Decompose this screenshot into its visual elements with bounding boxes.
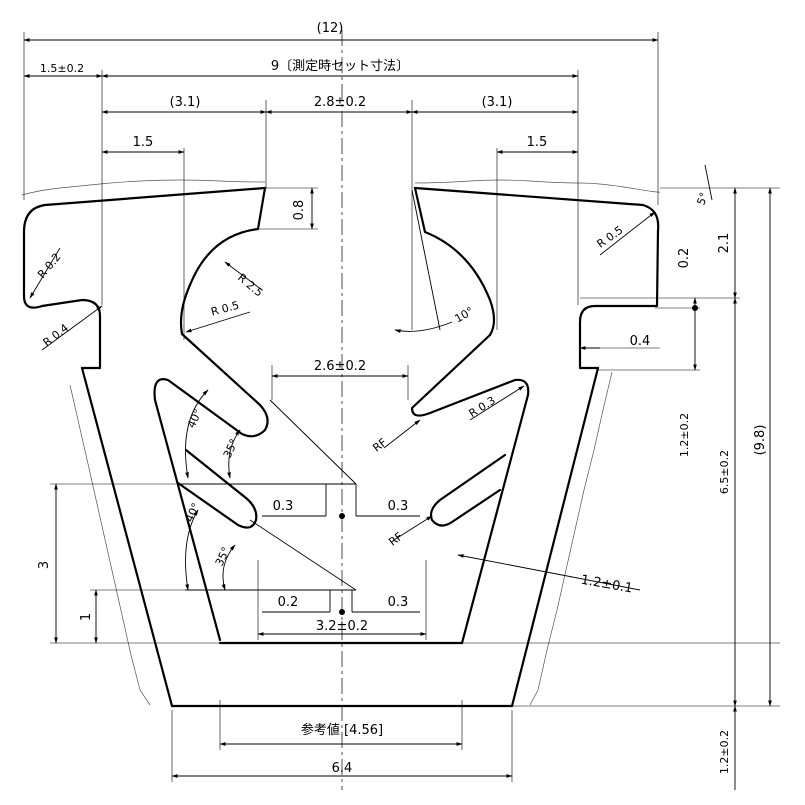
dim-right-6-5: 6.5±0.2: [718, 450, 731, 494]
dim-right-1-2: 1.2±0.2: [678, 413, 691, 457]
dim-right-0-2: 0.2: [677, 248, 692, 269]
profile-right-lip: [413, 186, 660, 370]
profile-left-finger: [176, 448, 258, 529]
profile-left-wall: [80, 366, 174, 708]
angle-35-bottom: 35°: [213, 545, 233, 568]
ref-point-right: [692, 305, 698, 311]
dim-off-02: 0.2: [278, 595, 299, 610]
profile-left-lip: [22, 186, 267, 370]
dim-base-width: 6.4: [332, 761, 353, 776]
profile-right-finger: [429, 453, 507, 527]
break-line-right-side: [529, 371, 613, 706]
profile-base-right-web: [410, 333, 530, 645]
break-line-top-left: [21, 179, 266, 196]
angle-10: 10°: [453, 304, 476, 325]
dim-off-03-a: 0.3: [273, 499, 294, 514]
dim-right-1-5: 1.5: [527, 135, 548, 150]
dim-gap-mid: 2.6±0.2: [314, 359, 366, 374]
dim-thickness: 1.2±0.1: [580, 573, 634, 597]
dim-ref-value: 参考値 [4.56]: [301, 722, 383, 738]
dim-off-03-b: 0.3: [388, 499, 409, 514]
dim-bottom-1-2: 1.2±0.2: [718, 730, 731, 774]
dim-overall-width: (12): [317, 21, 344, 36]
angle-35-top: 35°: [221, 437, 241, 460]
dim-left-span: (3.1): [170, 95, 201, 110]
dim-set-width: 9〔測定時セット寸法〕: [271, 59, 409, 74]
profile-left-inner-lip: [153, 186, 269, 642]
dim-gap-top: 2.8±0.2: [314, 95, 366, 110]
break-line-top-right: [414, 179, 661, 193]
dim-right-0-4: 0.4: [630, 334, 651, 349]
extension-lines: [23, 32, 780, 782]
angle-40-top: 40°: [185, 407, 205, 430]
angle-5: 5°: [694, 191, 710, 207]
radius-r05-left: R 0.5: [210, 299, 241, 319]
break-line-left-side: [69, 384, 151, 706]
radius-r05-right: R 0.5: [595, 224, 626, 251]
dim-left-lip: 1.5±0.2: [40, 62, 84, 75]
dim-lip-0-8: 0.8: [292, 200, 307, 221]
ref-point-lower: [339, 609, 345, 615]
dimension-lines: [23, 38, 772, 790]
angle-40-bottom: 40°: [183, 501, 203, 524]
dim-right-2-1: 2.1: [717, 233, 732, 254]
dim-right-span: (3.1): [482, 95, 513, 110]
profile-base: [170, 641, 514, 708]
radius-r25: R 2.5: [235, 271, 265, 299]
dim-height-3: 3: [37, 561, 52, 569]
radius-rf-2: RF: [386, 530, 405, 549]
profile-right-wall: [510, 366, 600, 708]
profile-right-inner-lip: [413, 186, 496, 337]
dim-right-9-8: (9.8): [753, 425, 768, 456]
ref-point-upper: [339, 513, 345, 519]
radius-r02: R 0.2: [35, 251, 63, 281]
radius-r04: R 0.4: [41, 321, 72, 349]
radius-rf-1: RF: [370, 436, 389, 455]
dim-gap-bottom: 3.2±0.2: [316, 619, 368, 634]
dim-left-1-5: 1.5: [133, 135, 154, 150]
dim-off-03-c: 0.3: [388, 595, 409, 610]
dim-height-1: 1: [79, 613, 94, 621]
